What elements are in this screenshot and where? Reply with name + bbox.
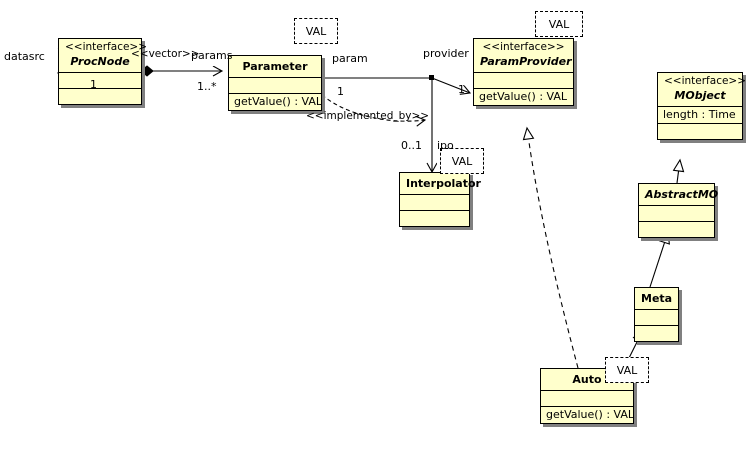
class-auto-operation-getvalue: getValue() : VAL [546,408,635,422]
class-meta-operations [635,326,678,341]
class-mobject-stereotype: <<interface>> [664,75,747,87]
class-abstractmo[interactable]: AbstractMO [638,183,719,239]
class-parameter[interactable]: Parameter getValue() : VAL [228,55,323,112]
edge-abstractmo-mobject-realization [672,158,685,184]
class-meta-name: Meta [641,292,673,305]
class-parameter-operations: getValue() : VAL [229,94,323,110]
class-auto-operations: getValue() : VAL [541,407,635,423]
class-meta-header: Meta [635,288,678,311]
label-datasrc: datasrc [4,50,45,63]
template-param-parameter-label: VAL [305,24,327,38]
template-param-interpolator: VAL [440,148,484,174]
class-mobject-header: <<interface>> MObject [658,73,747,107]
class-paramprovider[interactable]: <<interface>> ParamProvider getValue() :… [473,38,574,106]
class-procnode-name: ProcNode [70,54,130,68]
class-procnode-operations [59,89,141,104]
class-abstractmo-attributes [639,206,714,223]
class-procnode[interactable]: <<interface>> ProcNode [58,38,148,105]
class-interpolator-operations [400,211,469,226]
class-parameter-name: Parameter [242,60,308,73]
label-param-multiplicity: 1 [337,85,344,98]
class-parameter-header: Parameter [229,56,321,79]
class-mobject-attribute-length: length : Time [663,107,736,121]
label-params-multiplicity: 1..* [197,80,217,93]
class-paramprovider-name: ParamProvider [480,54,572,68]
template-param-auto: VAL [605,357,649,383]
class-meta-attributes [635,310,678,327]
class-paramprovider-attributes [474,73,573,89]
class-interpolator[interactable]: Interpolator [399,172,481,228]
label-datasrc-multiplicity: 1 [90,78,97,91]
class-auto-name: Auto [572,373,602,386]
template-param-auto-label: VAL [616,363,638,377]
label-provider-role: provider [423,47,469,60]
class-paramprovider-operation-getvalue: getValue() : VAL [479,89,568,103]
class-interpolator-name: Interpolator [406,177,481,190]
class-abstractmo-name: AbstractMO [645,188,719,201]
template-param-paramprovider: VAL [535,11,583,37]
class-procnode-stereotype: <<interface>> [65,41,148,53]
label-vector-stereotype: <<vector>> [131,48,200,60]
label-param-role: param [332,52,368,65]
class-abstractmo-operations [639,222,714,237]
template-param-paramprovider-label: VAL [548,17,570,31]
label-provider-multiplicity: 1 [458,83,465,96]
edge-auto-paramprovider-realization [522,126,579,369]
edge-meta-abstractmo-generalization [649,230,670,288]
label-implemented-by: <<implemented_by>> [306,110,430,122]
class-paramprovider-header: <<interface>> ParamProvider [474,39,573,73]
template-param-interpolator-label: VAL [451,154,473,168]
edge-procnode-parameter-composition [140,65,222,77]
class-paramprovider-operations: getValue() : VAL [474,89,573,105]
class-mobject-attributes: length : Time [658,107,742,124]
class-interpolator-header: Interpolator [400,173,481,196]
class-interpolator-attributes [400,195,469,212]
label-interpolator-role: ipo [437,139,454,152]
class-parameter-attributes [229,78,321,95]
class-mobject[interactable]: <<interface>> MObject length : Time [657,72,747,140]
label-interpolator-multiplicity: 0..1 [401,139,422,152]
class-auto-header: Auto [541,369,633,392]
class-auto-attributes [541,391,633,408]
class-abstractmo-header: AbstractMO [639,184,719,207]
class-parameter-operation-getvalue: getValue() : VAL [234,95,323,109]
class-procnode-attributes [59,73,141,89]
label-params-role: params [191,49,233,62]
class-paramprovider-stereotype: <<interface>> [482,41,565,53]
class-procnode-header: <<interface>> ProcNode [59,39,148,73]
class-mobject-name: MObject [674,88,726,102]
class-mobject-operations [658,124,742,139]
class-meta[interactable]: Meta [634,287,679,343]
template-param-parameter: VAL [294,18,338,44]
